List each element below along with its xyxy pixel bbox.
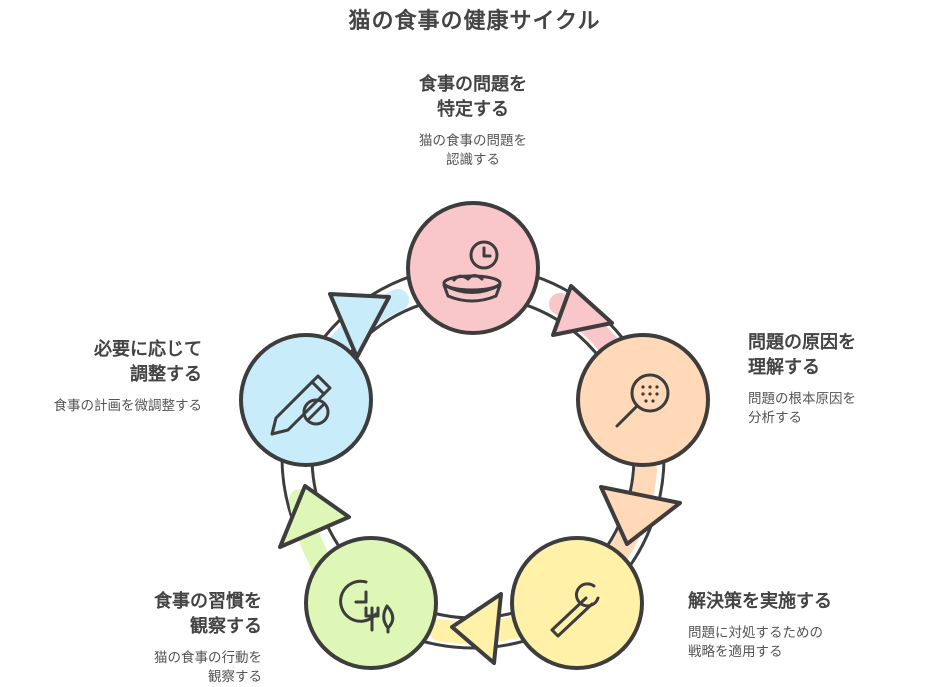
magnifying-glass-icon [615, 373, 670, 428]
heading-line: 食事の問題を [419, 74, 527, 95]
heading-line: 解決策を実施する [688, 591, 832, 612]
description-line: 猫の食事の問題を [419, 133, 527, 149]
arrowhead-to-observe [450, 592, 503, 665]
description-line: 戦略を適用する [688, 644, 783, 660]
arrowhead-to-analyze [551, 284, 614, 337]
description-line: 問題に対処するための [688, 625, 823, 641]
description-line: 猫の食事の行動を [154, 650, 262, 666]
description-line: 観察する [208, 669, 262, 685]
heading-line: 調整する [130, 364, 202, 385]
node-adjust [239, 333, 373, 467]
label-analyze: 問題の原因を 理解する 問題の根本原因を 分析する [748, 330, 938, 428]
arrowhead-to-identify [328, 292, 391, 359]
description-line: 分析する [748, 410, 802, 426]
node-analyze [576, 333, 710, 467]
label-implement: 解決策を実施する 問題に対処するための 戦略を適用する [688, 589, 908, 662]
diagram-title: 猫の食事の健康サイクル [348, 9, 601, 34]
clock-fork-leaf-icon [339, 579, 395, 634]
heading-line: 必要に応じて [94, 339, 202, 360]
description-line: 認識する [446, 152, 500, 168]
heading-line: 食事の習慣を [154, 591, 262, 612]
node-implement [510, 536, 644, 670]
node-identify [406, 201, 540, 335]
pencil-and-pill-icon [270, 374, 332, 436]
heading-line: 観察する [190, 616, 262, 637]
node-observe [304, 536, 438, 670]
description-line: 食事の計画を微調整する [53, 398, 203, 414]
heading-line: 問題の原因を [748, 332, 856, 353]
cat-bowl-with-clock-icon [442, 240, 502, 303]
arrowhead-to-adjust [278, 484, 351, 549]
label-adjust: 必要に応じて 調整する 食事の計画を微調整する [10, 337, 203, 416]
heading-line: 特定する [437, 99, 509, 120]
wrench-icon [550, 582, 600, 638]
heading-line: 理解する [748, 357, 820, 378]
magnifying-glass-dots-icon [641, 385, 659, 403]
label-observe: 食事の習慣を 観察する 猫の食事の行動を 観察する [60, 589, 262, 687]
label-identify: 食事の問題を 特定する 猫の食事の問題を 認識する [373, 72, 573, 170]
description-line: 問題の根本原因を [748, 391, 856, 407]
arrowhead-to-implement [599, 485, 682, 546]
